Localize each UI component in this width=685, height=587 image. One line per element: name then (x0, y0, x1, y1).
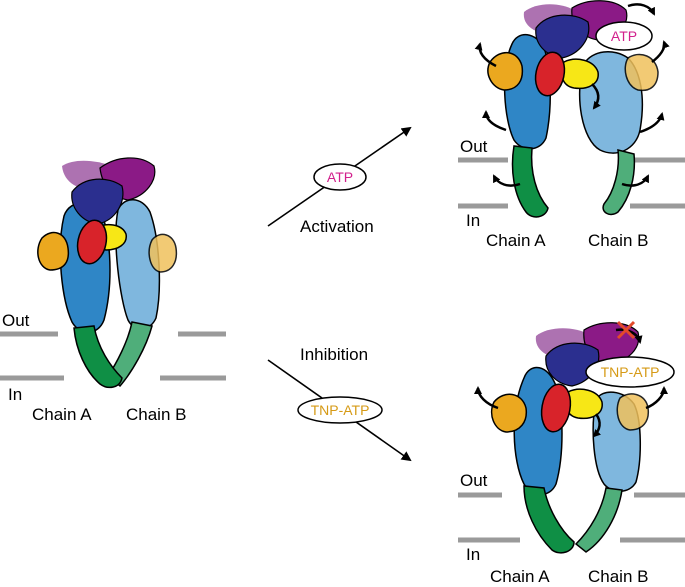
rest-in-label: In (8, 385, 22, 404)
act-chain-a-tm-helix (511, 145, 549, 218)
inh-motion-arrow-yellow (592, 413, 602, 438)
chain-b-orange-domain (148, 233, 178, 273)
inhibition-label: Inhibition (300, 345, 368, 364)
inhibition-arrow-group: TNP-ATP Inhibition (267, 345, 412, 462)
inhibition-ligand-pill (297, 396, 383, 424)
inh-in-label: In (466, 545, 480, 564)
motion-arrow-chain-b-mid (639, 112, 665, 134)
chain-a-tm-helix (73, 325, 123, 389)
chain-a-orange-domain (37, 231, 70, 271)
chain-b-body (115, 199, 161, 330)
motion-arrow-chain-b-tm (621, 174, 650, 187)
motion-arrow-top (627, 3, 656, 16)
activation-arrow-group: ATP Activation (267, 126, 412, 236)
inh-tnp-atp-pill (585, 356, 675, 388)
inhibition-ligand-text: TNP-ATP (311, 402, 370, 418)
red-domain (76, 219, 108, 265)
inh-motion-arrow-left-orange (474, 386, 499, 410)
inh-motion-arrow-right-orange (645, 386, 668, 410)
act-chain-a-orange-domain (487, 52, 524, 91)
motion-arrow-left-orange (474, 42, 497, 68)
act-out-label: Out (460, 137, 488, 156)
act-atp-pill (595, 21, 653, 51)
inhibited-state-panel: TNP-ATP Out In Chain A Chain B (458, 320, 685, 586)
inh-chain-a-tm-helix (523, 485, 575, 554)
motion-arrow-chain-a-tm (492, 174, 521, 187)
act-in-label: In (466, 211, 480, 230)
inh-red-domain (540, 383, 572, 433)
inh-chain-a-label: Chain A (490, 567, 550, 586)
act-dark-blue-domain (535, 14, 590, 59)
act-chain-b-orange-domain (624, 53, 659, 92)
act-red-domain (534, 51, 566, 97)
inh-chain-a-orange-domain (490, 393, 528, 433)
activation-ligand-text: ATP (327, 169, 353, 185)
inh-out-label: Out (460, 471, 488, 490)
activated-state-panel: ATP Out In Chain A Chain B (458, 0, 685, 250)
inh-chain-b-orange-domain (616, 393, 650, 431)
rest-out-label: Out (2, 311, 30, 330)
block-x-icon (616, 320, 636, 340)
motion-arrow-yellow (591, 83, 601, 110)
act-chain-a-label: Chain A (486, 231, 546, 250)
activation-ligand-pill (313, 163, 367, 191)
motion-arrow-chain-a-mid (482, 110, 507, 132)
rest-chain-b-label: Chain B (126, 405, 186, 424)
inh-tnp-atp-text: TNP-ATP (601, 364, 660, 380)
act-atp-text: ATP (611, 28, 637, 44)
inh-chain-b-tm-helix (574, 487, 623, 553)
blocked-motion-arrow (615, 328, 643, 344)
motion-arrow-right-orange (651, 40, 670, 63)
chain-b-tm-helix (107, 321, 153, 388)
resting-state-panel: Out In Chain A Chain B (0, 157, 226, 424)
dark-blue-domain (71, 178, 124, 225)
activation-label: Activation (300, 217, 374, 236)
rest-chain-a-label: Chain A (32, 405, 92, 424)
act-chain-b-tm-helix (602, 149, 636, 216)
act-chain-b-label: Chain B (588, 231, 648, 250)
inh-chain-b-label: Chain B (588, 567, 648, 586)
